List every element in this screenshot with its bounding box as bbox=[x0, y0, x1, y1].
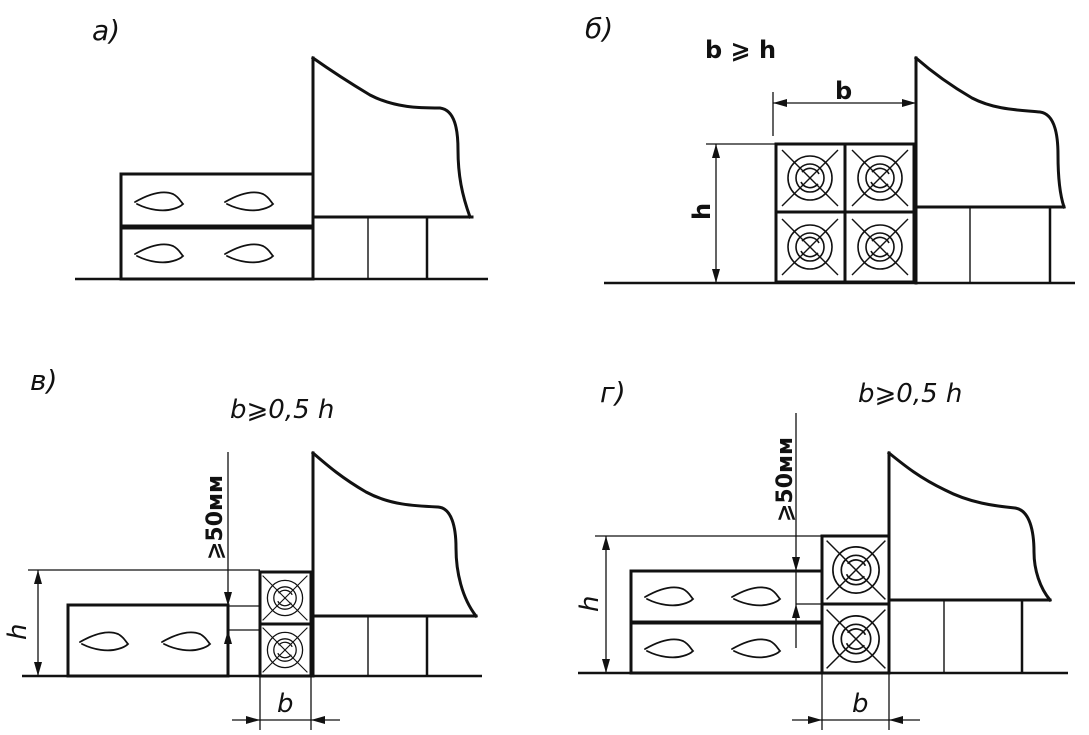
dim-b-label: b bbox=[835, 77, 852, 105]
dimension-gap-g: ⩾50мм bbox=[773, 413, 822, 648]
dimension-width-b: b bbox=[772, 77, 916, 136]
dimension-height-b: h bbox=[688, 143, 776, 283]
dim-h-label-v: h bbox=[3, 624, 33, 640]
fan-stack-g bbox=[820, 534, 891, 675]
panel-a-label: а) bbox=[92, 14, 120, 47]
building-a bbox=[310, 55, 474, 281]
dimension-gap-v: ⩾50мм bbox=[203, 452, 260, 648]
dimension-height-g: h bbox=[575, 535, 822, 673]
panel-g-condition: b⩾0,5 h bbox=[858, 379, 962, 409]
gap-label-g: ⩾50мм bbox=[773, 437, 798, 522]
panel-b: б) b ⩾ h b bbox=[585, 12, 1075, 285]
dimension-width-g: b bbox=[792, 673, 920, 730]
panel-v-condition: b⩾0,5 h bbox=[230, 395, 334, 425]
panel-v: в) b⩾0,5 h ⩾50мм bbox=[3, 364, 482, 730]
dim-h-label-g: h bbox=[575, 596, 605, 612]
condenser-units-g bbox=[629, 569, 824, 675]
panel-v-label: в) bbox=[30, 364, 57, 397]
condenser-units-a bbox=[119, 172, 315, 281]
dim-b-label-v: b bbox=[277, 689, 294, 719]
condenser-fans-b bbox=[774, 142, 916, 284]
panel-g: г) b⩾0,5 h bbox=[575, 376, 1068, 730]
building-b bbox=[913, 55, 1066, 285]
building-g bbox=[886, 450, 1053, 675]
condenser-unit-v bbox=[66, 603, 230, 678]
fan-stack-v bbox=[258, 570, 313, 678]
panel-b-label: б) bbox=[585, 12, 613, 45]
dim-b-label-g: b bbox=[852, 689, 869, 719]
dim-h-label: h bbox=[688, 203, 716, 220]
building-v bbox=[310, 450, 479, 678]
panel-b-condition: b ⩾ h bbox=[705, 36, 776, 64]
dimension-height-v: h bbox=[3, 569, 260, 676]
gap-label-v: ⩾50мм bbox=[203, 475, 228, 560]
dimension-width-v: b bbox=[232, 676, 340, 730]
panel-g-label: г) bbox=[600, 376, 626, 409]
panel-a: а) bbox=[75, 14, 488, 281]
